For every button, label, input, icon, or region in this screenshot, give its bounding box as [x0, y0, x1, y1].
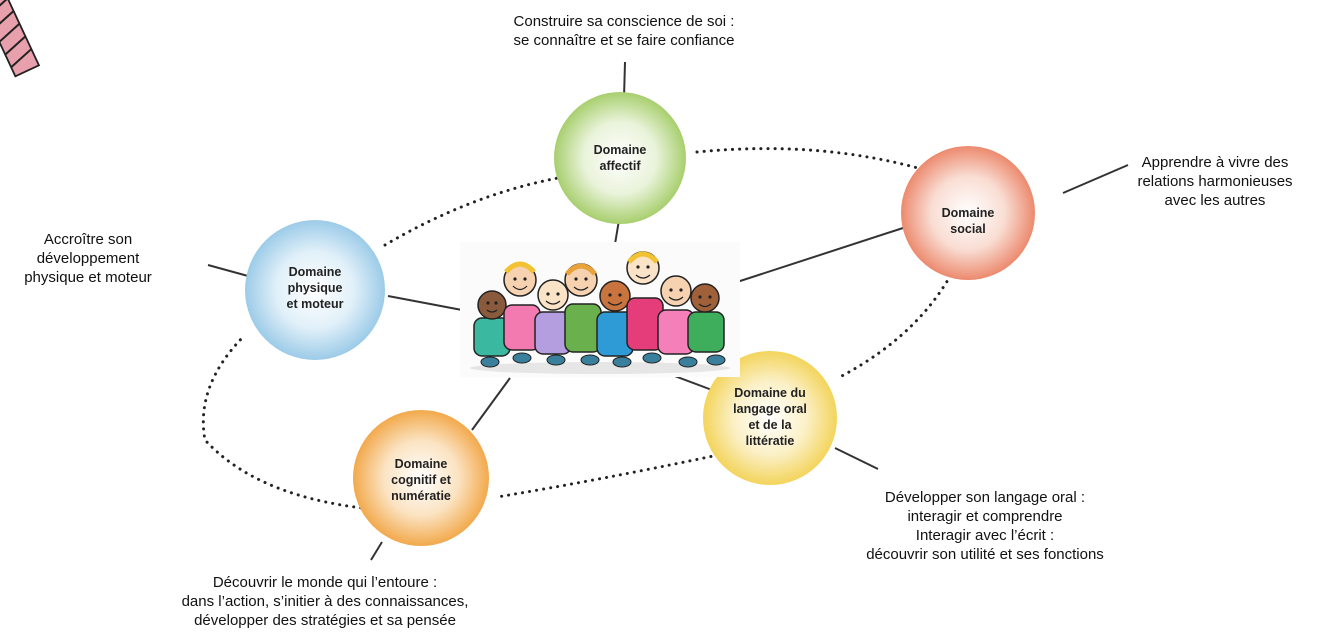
connector-cognitif-caption: [370, 541, 383, 561]
caption-langage: Développer son langage oral : interagir …: [866, 489, 1104, 563]
connector-lines: [207, 61, 1129, 561]
connector-physique-caption: [207, 264, 249, 277]
striped-pencil-icon: [0, 0, 41, 78]
caption-social: Apprendre à vivre des relations harmonie…: [1137, 154, 1293, 209]
domain-physique-circle: [245, 220, 385, 360]
connector-affectif-center: [614, 219, 620, 245]
caption-affectif: Construire sa conscience de soi : se con…: [513, 13, 735, 49]
domain-physique-label: Domaine physique et moteur: [286, 265, 344, 311]
domain-langage-label: Domaine du langage oral et de la littéra…: [733, 386, 807, 448]
connector-affectif-caption: [623, 61, 626, 99]
children-group-illustration: [460, 242, 740, 377]
domain-affectif-label: Domaine affectif: [593, 143, 647, 173]
domain-affectif-circle: [554, 92, 686, 224]
connector-physique-center: [387, 295, 463, 311]
caption-cognitif: Découvrir le monde qui l’entoure : dans …: [181, 574, 469, 629]
domain-cognitif-label: Domaine cognitif et numératie: [391, 457, 451, 503]
connector-langage-caption: [834, 447, 879, 470]
connector-langage-center: [671, 374, 713, 391]
connector-social-caption: [1062, 164, 1129, 194]
domain-langage-circle: [703, 351, 837, 485]
domain-cognitif-circle: [353, 410, 489, 546]
connector-social-center: [736, 227, 904, 283]
caption-physique: Accroître son développement physique et …: [24, 231, 152, 286]
domain-social-circle: [901, 146, 1035, 280]
connector-cognitif-center: [471, 377, 511, 431]
domain-social-label: Domaine social: [941, 206, 995, 236]
